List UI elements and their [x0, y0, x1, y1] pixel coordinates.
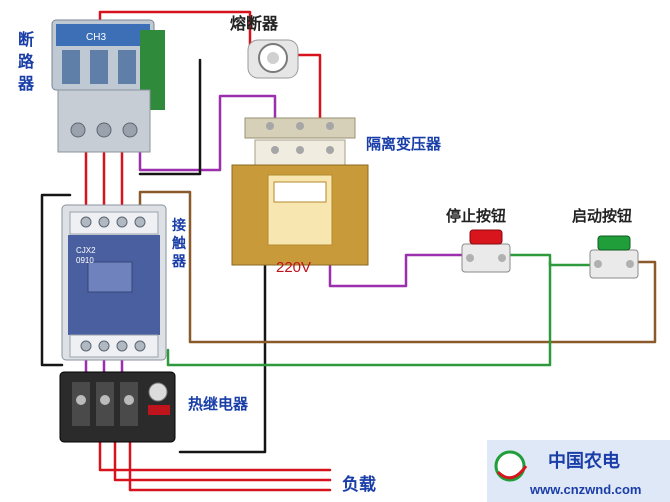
start-button-label: 启动按钮	[572, 207, 632, 225]
wire-green-stop-start	[506, 253, 594, 267]
load-label: 负载	[342, 474, 376, 495]
wire-breaker-black	[138, 58, 202, 176]
contactor-label-1: 接	[172, 217, 186, 234]
breaker-label-3: 器	[17, 74, 35, 93]
breaker-label-1: 断	[18, 30, 34, 49]
wire-load-2	[113, 438, 332, 482]
wire-transformer-to-breaker-purple	[138, 94, 277, 172]
fuse	[247, 39, 299, 79]
watermark-logo: 中国农电 www.cnzwnd.com	[487, 440, 670, 502]
stop-button-label: 停止按钮	[446, 207, 506, 225]
contactor-label-2: 触	[171, 235, 186, 252]
fuse-label: 熔断器	[230, 14, 279, 33]
wire-load-1	[98, 438, 332, 472]
contactor-label-3: 器	[171, 254, 187, 270]
contactor-model-2: 0910	[76, 256, 94, 265]
isolation-transformer	[231, 117, 369, 266]
contactor-model-1: CJX2	[76, 246, 96, 255]
breaker-label-2: 路	[18, 52, 35, 71]
voltage-label: 220V	[276, 259, 311, 276]
stop-button[interactable]	[461, 229, 511, 273]
contactor: CJX2 0910	[61, 204, 167, 361]
thermal-relay	[59, 371, 176, 443]
wire-green-to-contactor	[166, 260, 552, 367]
wire-load-3	[128, 438, 332, 492]
circuit-breaker: CH3	[51, 19, 165, 153]
breaker-model: CH3	[86, 32, 106, 43]
wire-brown-aux	[138, 190, 657, 344]
watermark-cn: 中国农电	[548, 450, 620, 471]
thermal-relay-label: 热继电器	[188, 395, 249, 413]
wire-black-loop	[40, 193, 72, 367]
transformer-label: 隔离变压器	[366, 135, 442, 153]
start-button[interactable]	[589, 235, 639, 279]
wire-fuse-to-transformer	[294, 53, 322, 122]
watermark-url: www.cnzwnd.com	[529, 482, 641, 497]
